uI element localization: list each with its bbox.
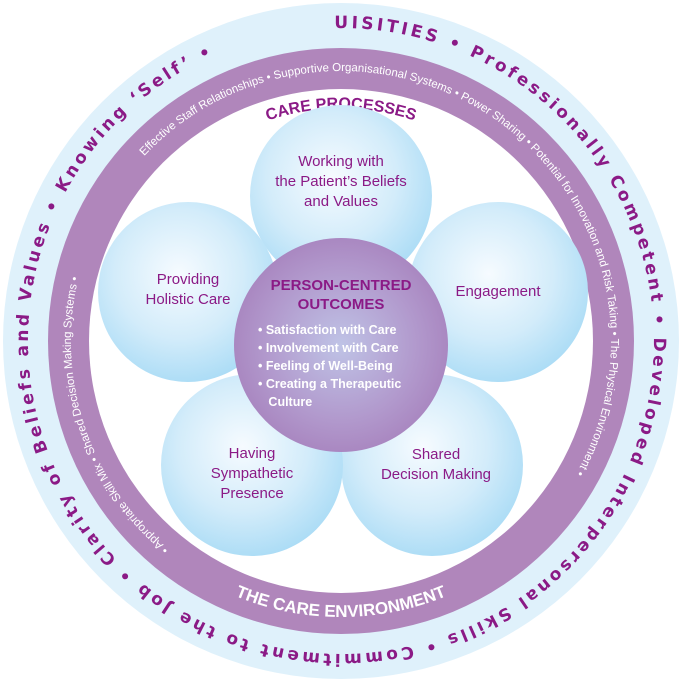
petal-label-line: Presence bbox=[220, 485, 283, 502]
outcomes-title: OUTCOMES bbox=[298, 296, 385, 313]
petal-bubble bbox=[408, 202, 588, 382]
petal-engagement: Engagement bbox=[408, 202, 588, 382]
petal-label-line: Shared bbox=[412, 446, 460, 463]
outcome-item: • Involvement with Care bbox=[258, 341, 399, 355]
outcome-item: • Creating a Therapeutic bbox=[258, 377, 401, 391]
petal-label-line: Providing bbox=[157, 271, 220, 288]
petal-label-line: and Values bbox=[304, 193, 378, 210]
outcomes-title: PERSON-CENTRED bbox=[271, 277, 412, 294]
petal-bubble bbox=[250, 105, 432, 287]
petal-working-with-beliefs: Working with the Patient’s Beliefs and Val… bbox=[250, 105, 432, 287]
person-centred-outcomes-circle bbox=[234, 238, 448, 452]
petal-label-line: Working with bbox=[298, 153, 384, 170]
petal-label-line: Engagement bbox=[455, 283, 541, 300]
petal-label-line: Sympathetic bbox=[211, 465, 294, 482]
petal-label-line: Having bbox=[229, 445, 276, 462]
outcome-item: • Feeling of Well-Being bbox=[258, 359, 393, 373]
petal-label-line: Decision Making bbox=[381, 466, 491, 483]
petal-label-line: Holistic Care bbox=[145, 291, 230, 308]
outcome-item: Culture bbox=[258, 395, 312, 409]
outcome-item: • Satisfaction with Care bbox=[258, 323, 396, 337]
petal-label-line: the Patient’s Beliefs bbox=[275, 173, 406, 190]
petal-bubble bbox=[98, 202, 278, 382]
